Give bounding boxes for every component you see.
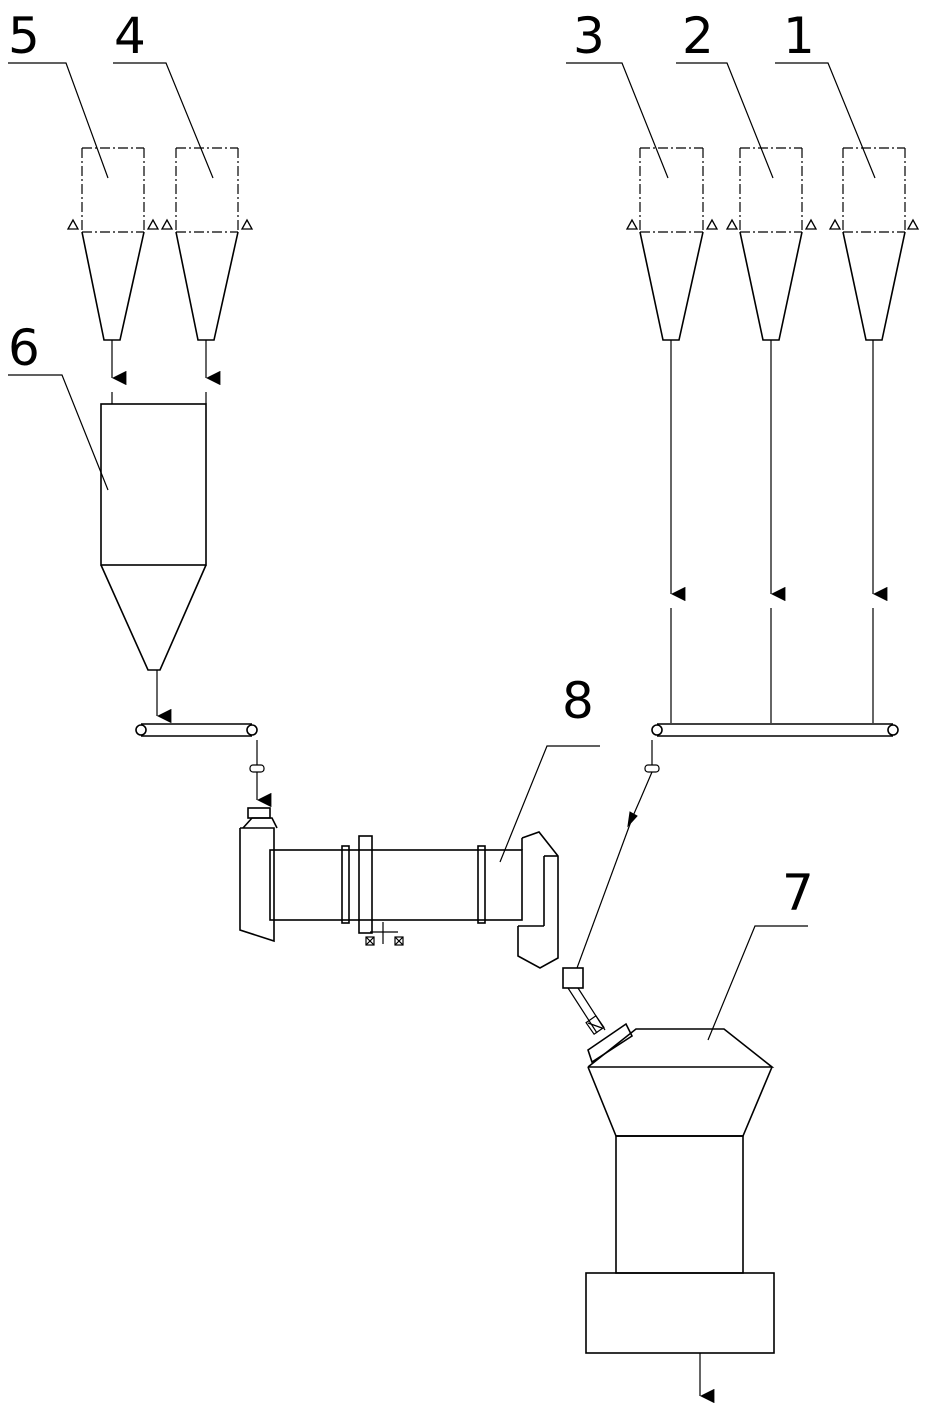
svg-text:3: 3: [573, 7, 605, 65]
feed-line-left: [249, 740, 272, 808]
mill-7: [585, 1022, 775, 1404]
svg-text:4: 4: [114, 7, 146, 65]
label-2: 2: [676, 7, 774, 179]
belt-conveyor-left: [135, 723, 258, 737]
svg-text:5: 5: [8, 7, 40, 65]
label-7: 7: [707, 864, 814, 1041]
label-1: 1: [775, 7, 876, 179]
label-5: 5: [8, 7, 109, 179]
rotary-dryer-8: [239, 807, 584, 989]
flow-lines-left: [111, 340, 221, 404]
svg-text:7: 7: [782, 864, 814, 922]
cyclone-1: [828, 147, 920, 341]
cyclone-5: [66, 147, 160, 341]
chute-to-mill: [567, 987, 606, 1036]
svg-text:2: 2: [682, 7, 714, 65]
feed-line-right: [576, 740, 660, 969]
svg-text:8: 8: [562, 672, 594, 730]
flow-lines-right: [670, 340, 888, 723]
cyclone-4: [160, 147, 254, 341]
label-6: 6: [8, 319, 109, 491]
svg-text:6: 6: [8, 319, 40, 377]
cyclone-3: [625, 147, 719, 341]
silo-6: [100, 403, 207, 724]
svg-text:1: 1: [783, 7, 815, 65]
cyclone-2: [725, 147, 818, 341]
label-8: 8: [499, 672, 600, 863]
label-4: 4: [113, 7, 214, 179]
label-3: 3: [566, 7, 669, 179]
belt-conveyor-right: [651, 723, 899, 737]
